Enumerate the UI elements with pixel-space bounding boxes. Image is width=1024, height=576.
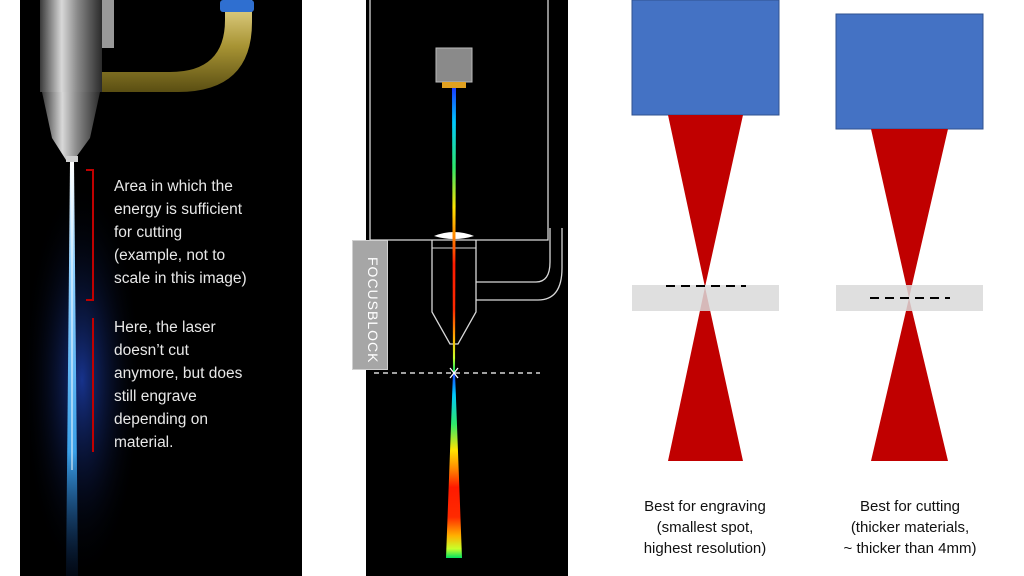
schematic-beam bbox=[452, 88, 456, 372]
beam-glow bbox=[22, 180, 142, 576]
nozzle-bracket bbox=[100, 0, 114, 48]
hose-connector bbox=[220, 0, 254, 12]
cutting-zone-note: Area in which the energy is sufficient f… bbox=[114, 178, 247, 287]
focus-comparison-panel: Best for engraving (smallest spot, highe… bbox=[600, 0, 1024, 576]
focal-point-mark bbox=[449, 367, 459, 379]
beam-lower-engraving bbox=[668, 287, 743, 461]
laser-head-cutting bbox=[835, 13, 984, 130]
cutting-zone-bracket bbox=[86, 169, 94, 301]
laser-head-engraving bbox=[631, 0, 780, 116]
nozzle-drawing bbox=[22, 0, 254, 576]
nozzle-tip bbox=[66, 156, 78, 162]
engraving-zone-note: Here, the laser doesn’t cut anymore, but… bbox=[114, 319, 243, 451]
caption-cutting: Best for cutting (thicker materials, ~ t… bbox=[843, 498, 977, 557]
air-tube-outer bbox=[476, 228, 563, 301]
beam-lower-cutting bbox=[871, 298, 948, 461]
nozzle-body bbox=[40, 0, 102, 92]
material-cutting bbox=[836, 285, 983, 311]
gas-pipe bbox=[98, 0, 252, 92]
beam-upper-cutting bbox=[871, 129, 948, 298]
laser-housing bbox=[369, 0, 549, 241]
nozzle-illustration-panel: Area in which the energy is sufficient f… bbox=[20, 0, 302, 576]
air-tube-inner bbox=[476, 228, 551, 283]
focusblock-label: FOCUSBLOCK bbox=[365, 257, 381, 364]
beam-upper-engraving bbox=[668, 115, 743, 287]
nozzle-cone bbox=[42, 92, 100, 160]
material-engraving bbox=[632, 285, 779, 311]
focusblock: FOCUSBLOCK bbox=[352, 240, 388, 370]
comparison-drawing bbox=[631, 0, 984, 461]
schematic-beam-divergent bbox=[446, 372, 462, 558]
laser-module bbox=[435, 47, 473, 83]
focusblock-drawing bbox=[369, 0, 563, 558]
caption-engraving: Best for engraving (smallest spot, highe… bbox=[643, 498, 767, 557]
focusblock-schematic-panel bbox=[366, 0, 568, 576]
laser-diode bbox=[442, 82, 466, 88]
